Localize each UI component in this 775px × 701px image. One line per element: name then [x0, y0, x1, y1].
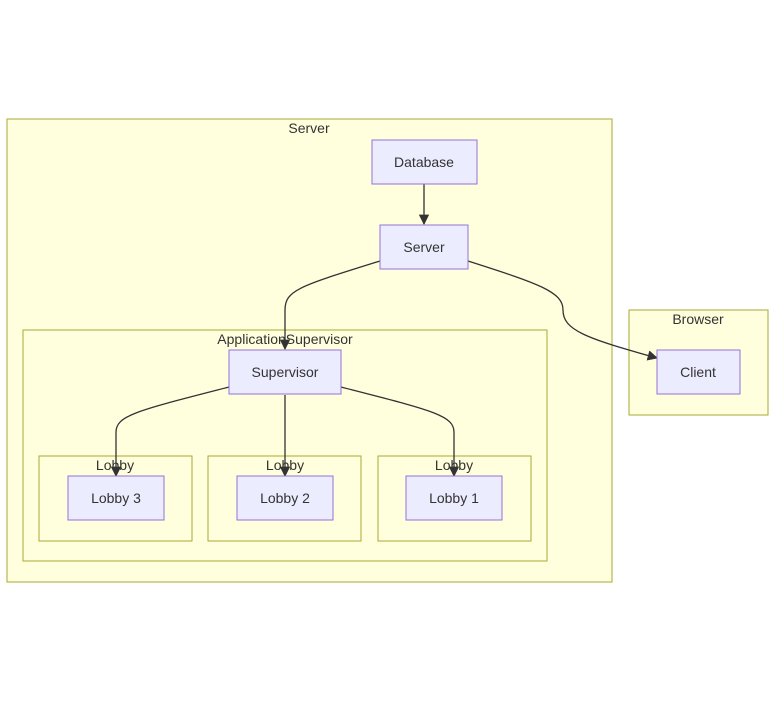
- edge-supervisor-lobby3: [110, 386, 230, 478]
- node-lobby-3-label: Lobby 3: [91, 490, 141, 506]
- cluster-lobby-left-label: Lobby: [96, 457, 134, 473]
- node-client[interactable]: Client: [656, 349, 741, 395]
- node-server[interactable]: Server: [379, 224, 469, 270]
- node-lobby-3[interactable]: Lobby 3: [67, 475, 165, 521]
- node-database[interactable]: Database: [371, 139, 478, 185]
- node-lobby-1[interactable]: Lobby 1: [405, 475, 503, 521]
- edge-server-supervisor: [279, 260, 381, 351]
- edge-supervisor-lobby1: [340, 386, 460, 478]
- cluster-browser: Browser: [628, 309, 769, 416]
- node-supervisor[interactable]: Supervisor: [228, 349, 342, 395]
- node-database-label: Database: [394, 154, 454, 170]
- node-lobby-1-label: Lobby 1: [429, 490, 479, 506]
- edge-server-client: [467, 260, 659, 361]
- node-lobby-2-label: Lobby 2: [260, 490, 310, 506]
- cluster-browser-label: Browser: [672, 311, 724, 327]
- node-server-label: Server: [403, 239, 445, 255]
- node-lobby-2[interactable]: Lobby 2: [236, 475, 334, 521]
- node-client-label: Client: [680, 364, 716, 380]
- cluster-server-label: Server: [288, 120, 330, 136]
- node-supervisor-label: Supervisor: [252, 364, 319, 380]
